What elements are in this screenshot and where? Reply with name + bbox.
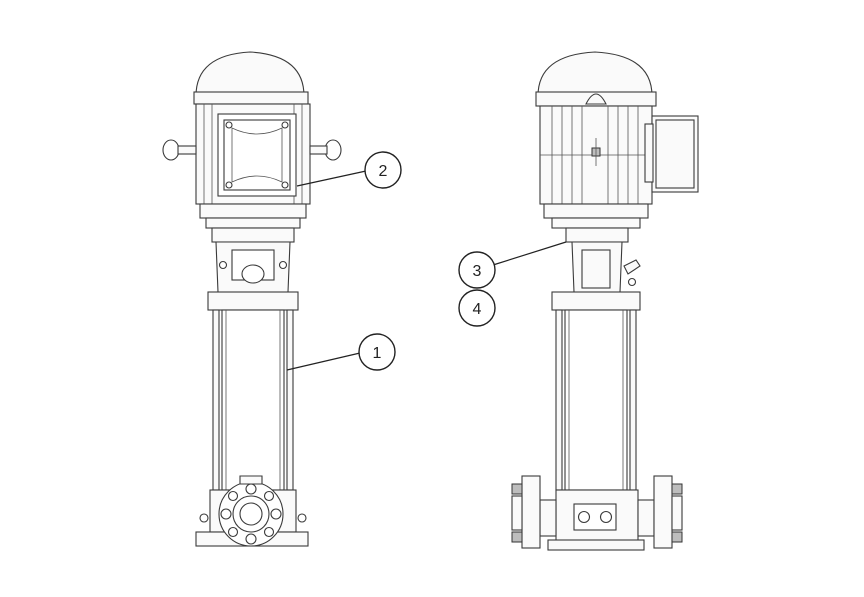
lifting-eye-right bbox=[309, 139, 342, 161]
motor-adapter bbox=[211, 227, 295, 243]
callout-2-label: 2 bbox=[379, 163, 388, 180]
inlet-flange-side bbox=[511, 475, 557, 549]
motor-adapter-side bbox=[565, 227, 629, 243]
tie-rod-left bbox=[212, 309, 220, 491]
inlet-flange-front bbox=[218, 475, 284, 547]
motor-lifting-lug bbox=[585, 93, 607, 105]
pump-side-view bbox=[511, 51, 699, 551]
motor-fan-cover-side bbox=[537, 51, 653, 97]
motor-fan-cover bbox=[195, 51, 305, 97]
pump-head bbox=[207, 291, 299, 311]
callout-2: 2 bbox=[296, 151, 402, 189]
callout-1-label: 1 bbox=[373, 345, 382, 362]
pump-head-side bbox=[551, 291, 641, 311]
pump-sleeve bbox=[221, 309, 285, 491]
callout-1: 1 bbox=[286, 333, 396, 371]
outlet-flange-side bbox=[637, 475, 683, 549]
callout-4: 4 bbox=[458, 289, 496, 327]
pump-sleeve-side bbox=[564, 309, 628, 491]
lifting-eye-left bbox=[162, 139, 197, 161]
tie-rod-right bbox=[286, 309, 294, 491]
callout-4-label: 4 bbox=[473, 301, 482, 318]
pump-front-view bbox=[162, 51, 342, 547]
vent-plug bbox=[623, 259, 641, 275]
motor-cover-band bbox=[193, 91, 309, 105]
callout-3: 3 bbox=[458, 241, 567, 289]
callout-3-label: 3 bbox=[473, 263, 482, 280]
